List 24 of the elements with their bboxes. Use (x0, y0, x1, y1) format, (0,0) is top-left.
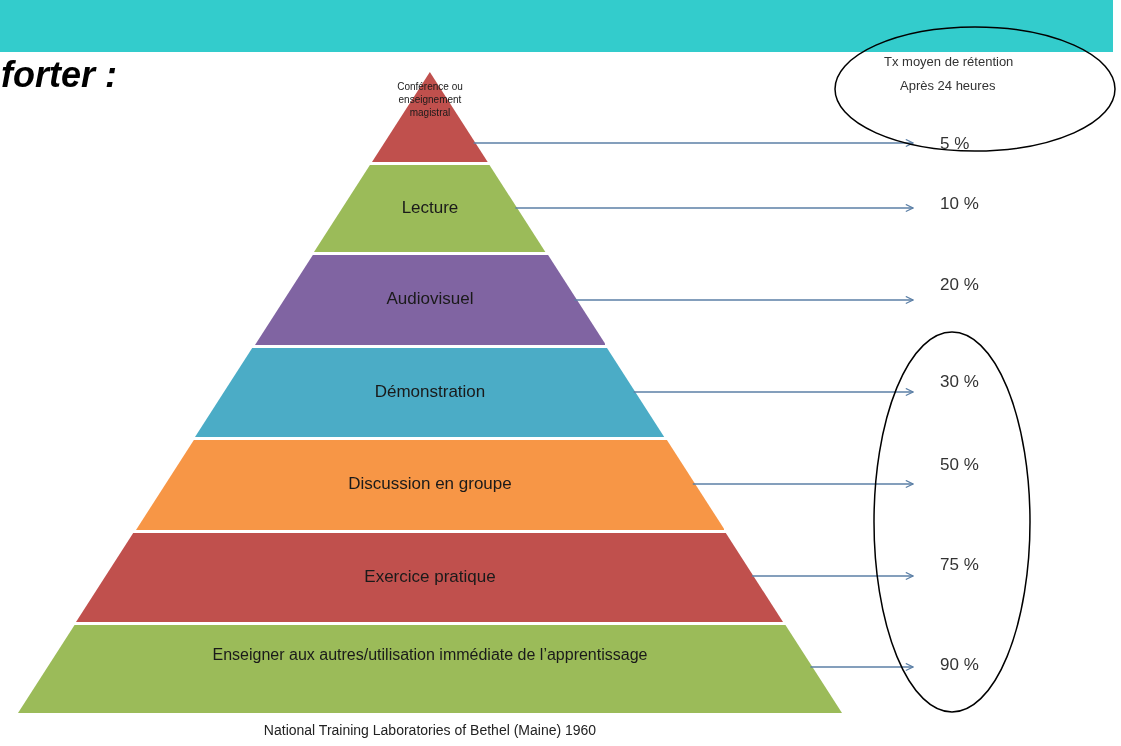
arrow (692, 479, 914, 489)
tier-label: Démonstration (373, 381, 487, 402)
percentage-value: 20 % (940, 275, 979, 295)
percentage-value: 10 % (940, 194, 979, 214)
arrow (472, 138, 914, 148)
arrow (632, 387, 914, 397)
percentage-value: 5 % (940, 134, 970, 154)
percentage-value: 50 % (940, 455, 979, 475)
tier-label: Audiovisuel (385, 289, 475, 309)
caption: National Training Laboratories of Bethel (Maine) 1960 (262, 722, 598, 738)
tier-label: Enseigner aux autres/utilisation immédiate de l’apprentissage (211, 645, 649, 665)
column-header: Après 24 heures (900, 78, 996, 93)
arrow (751, 571, 914, 581)
arrow (514, 203, 914, 213)
percentage-value: 30 % (940, 372, 979, 392)
percentage-value: 75 % (940, 555, 979, 575)
tier-label: Exercice pratique (363, 566, 497, 587)
tier-label: Lecture (400, 197, 460, 218)
percentage-value: 90 % (940, 655, 979, 675)
tier-label: Discussion en groupe (347, 474, 513, 494)
arrow (809, 662, 914, 672)
column-header: Tx moyen de rétention (884, 54, 1014, 69)
arrow (573, 295, 914, 305)
heading-text: forter : (1, 54, 117, 96)
